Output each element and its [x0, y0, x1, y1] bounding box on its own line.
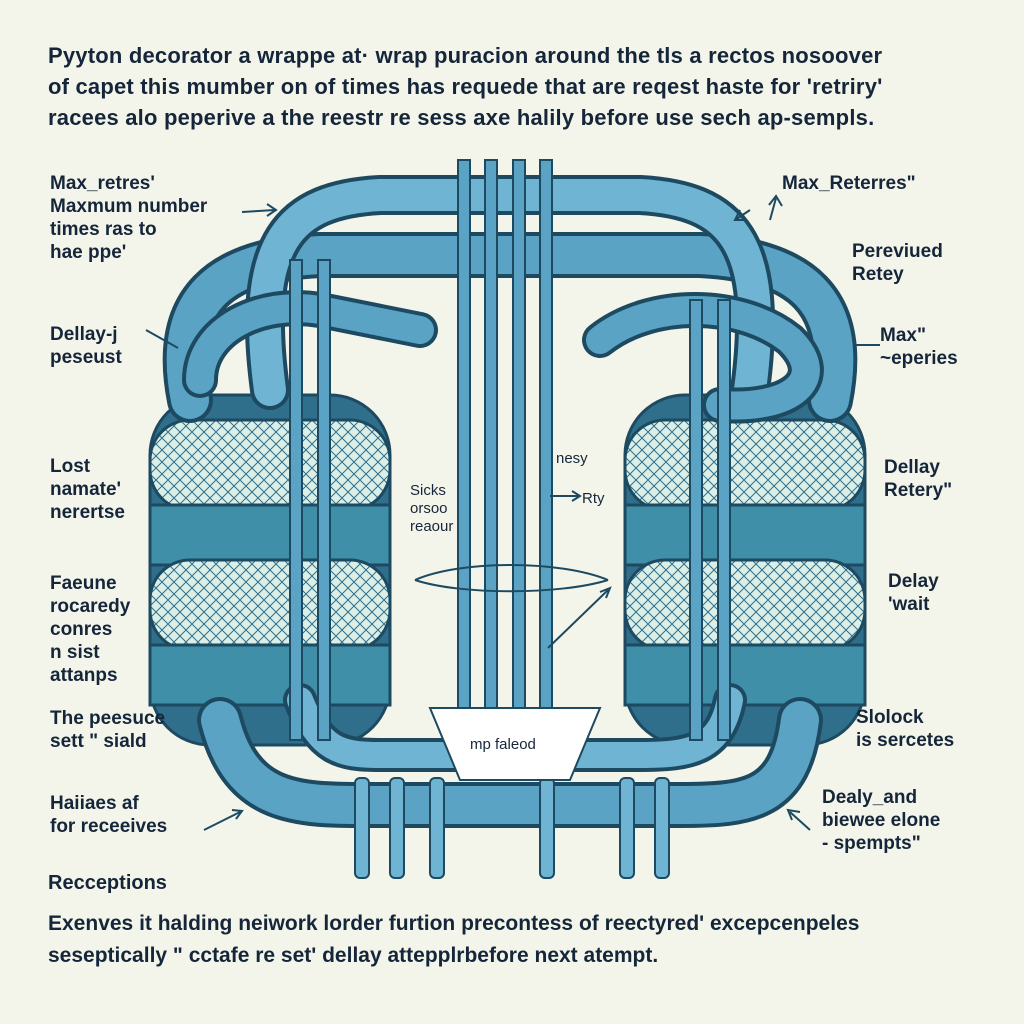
label-line: namate' [50, 479, 122, 500]
label-lost: Lost namate' nerertse [50, 455, 125, 524]
label-line: n sist [50, 642, 100, 663]
label-nesy: nesy [556, 450, 588, 467]
label-sicks: Sicks orsoo reaour [410, 482, 453, 536]
label-pressure: The peesuce sett " siald [50, 707, 165, 753]
label-line: times ras to [50, 219, 157, 240]
label-line: Max_Reterres" [782, 173, 916, 194]
label-line: hae ppe' [50, 242, 127, 263]
label-line: Retery" [884, 480, 953, 501]
left-coil [148, 393, 392, 747]
label-delay-and: Dealy_and biewee elone - spempts" [822, 786, 940, 855]
label-line: Retey [852, 264, 904, 285]
label-delay-retry: Dellay Retery" [884, 456, 952, 502]
annotation-arrows [145, 194, 880, 831]
label-line: Maxmum number [50, 196, 208, 217]
label-line: Dealy_and [822, 787, 918, 808]
intro-line: racees alo peperive a the reestr re sess… [48, 105, 875, 130]
outer-pipes [162, 175, 858, 424]
label-line: Slolock [856, 707, 924, 728]
label-line: peseust [50, 347, 122, 368]
label-line: reaour [410, 518, 454, 535]
label-rty: Rty [582, 490, 605, 507]
pipe-clamps [354, 777, 670, 879]
label-retry-perceived: Pereviued Retey [852, 240, 943, 286]
footer-title: Recceptions [48, 872, 167, 894]
label-line: conres [50, 619, 113, 640]
label-max-retries-left: Max_retres' Maxmum number times ras to h… [50, 172, 207, 264]
footer-line: Exenves it halding neiwork lorder furtio… [48, 912, 860, 935]
footer-line: seseptically " cctafe re set' dellay att… [48, 944, 659, 967]
right-coil [623, 393, 867, 747]
label-delay-left: Dellay-j peseust [50, 323, 122, 369]
label-max-right: Max" ~eperies [880, 324, 958, 370]
label-line: sett " siald [50, 731, 147, 752]
label-line: Lost [50, 456, 91, 477]
label-line: Sicks [410, 482, 446, 499]
intro-line: Pyyton decorator a wrappe at· wrap purac… [48, 43, 883, 68]
label-line: - spempts" [822, 833, 921, 854]
label-line: rocaredy [50, 596, 131, 617]
label-line: Max_retres' [50, 173, 155, 194]
label-line: Dellay [884, 457, 940, 478]
label-line: 'wait [888, 594, 930, 615]
center-funnel [414, 564, 609, 781]
label-line: nerertse [50, 502, 125, 523]
intro-text: Pyyton decorator a wrappe at· wrap purac… [48, 40, 948, 133]
label-line: attanps [50, 665, 118, 686]
footer-text: Exenves it halding neiwork lorder furtio… [48, 908, 988, 972]
label-slolock: Slolock is sercetes [856, 706, 954, 752]
vertical-rods [289, 159, 731, 761]
label-line: Haiiaes af [50, 793, 139, 814]
label-line: orsoo [410, 500, 448, 517]
intro-line: of capet this mumber on of times has req… [48, 74, 883, 99]
label-line: The peesuce [50, 708, 166, 729]
label-line: Pereviued [852, 241, 943, 262]
label-receives: Haiiaes af for receeives [50, 792, 167, 838]
label-max-retries-right: Max_Reterres" [782, 172, 916, 195]
label-line: Faeune [50, 573, 117, 594]
label-line: Max" [880, 325, 926, 346]
label-failed: mp faleod [470, 736, 536, 753]
label-line: for receeives [50, 816, 168, 837]
label-failure: Faeune rocaredy conres n sist attanps [50, 572, 130, 687]
label-line: Delay [888, 571, 939, 592]
label-line: ~eperies [880, 348, 958, 369]
label-delay-wait: Delay 'wait [888, 570, 939, 616]
label-line: is sercetes [856, 730, 955, 751]
label-line: Dellay-j [50, 324, 118, 345]
label-line: biewee elone [822, 810, 941, 831]
